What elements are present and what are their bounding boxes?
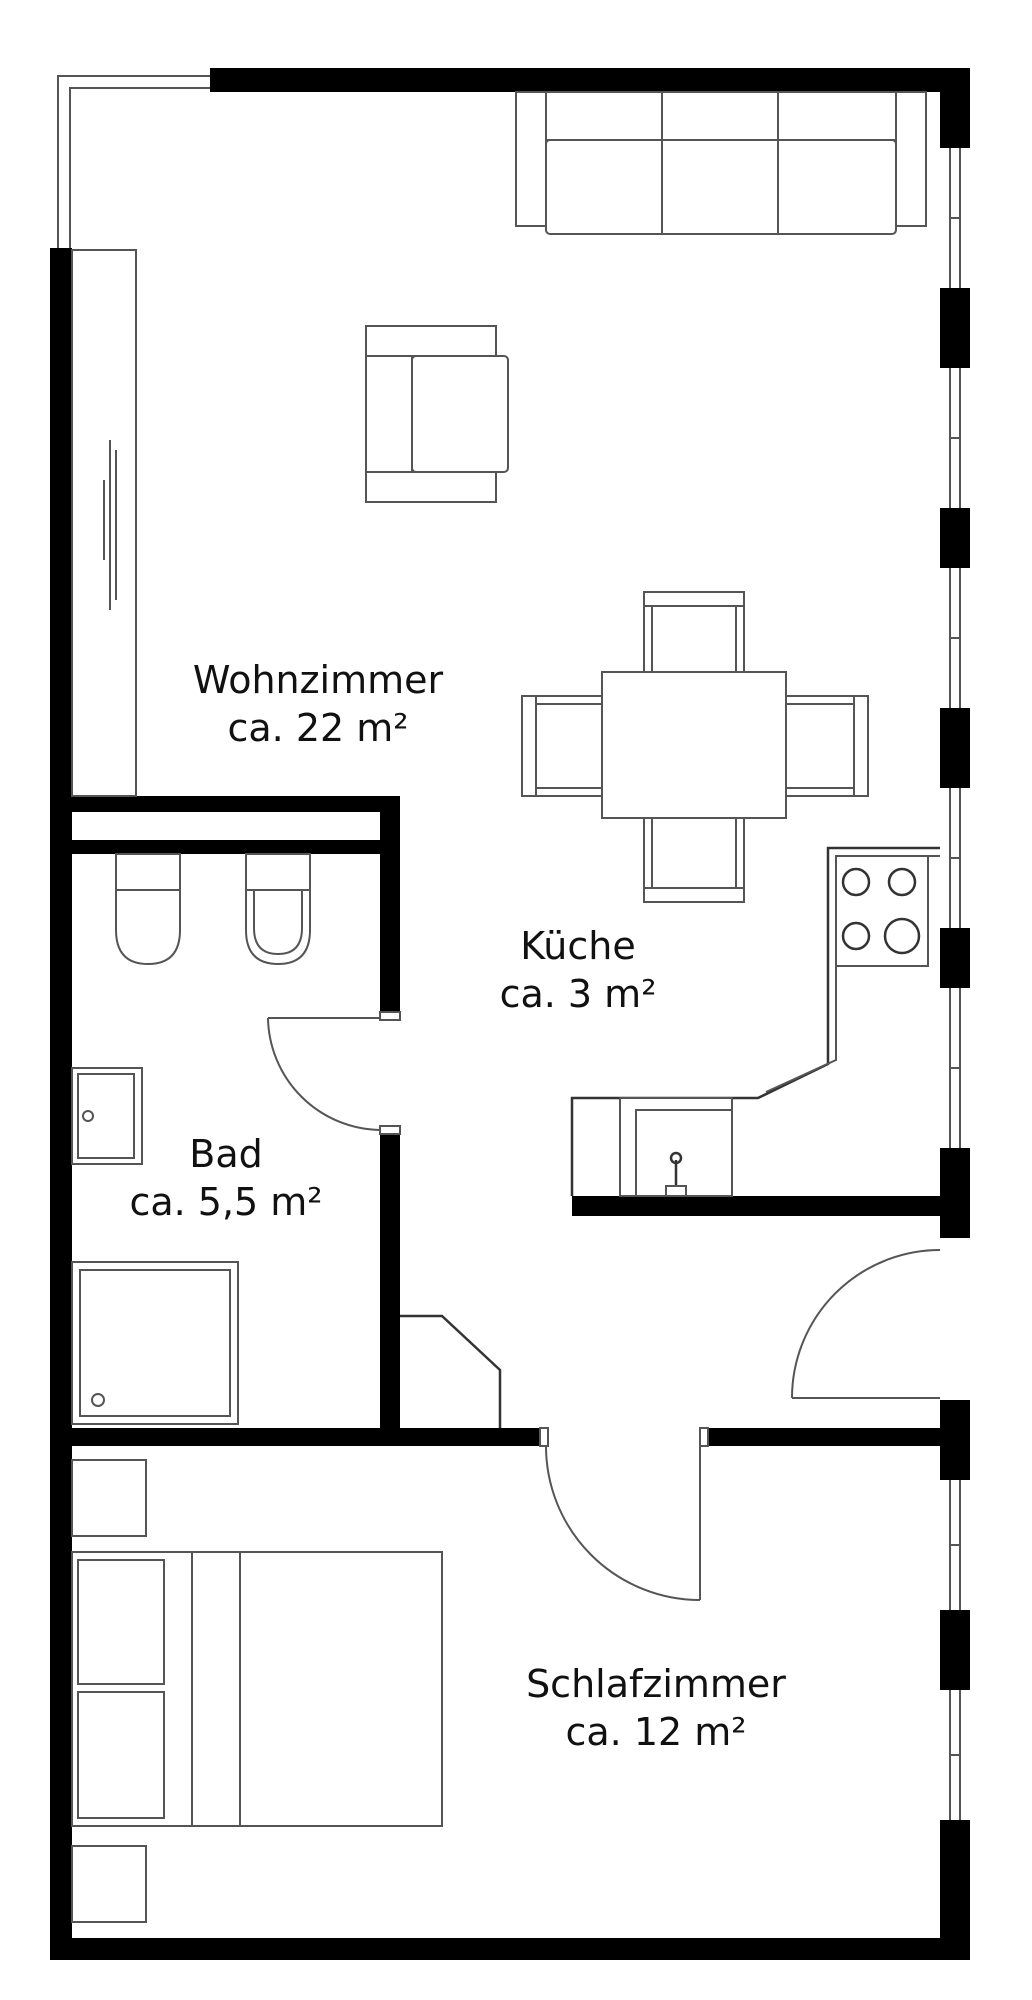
- bath-right-wall-lower: [380, 1130, 400, 1440]
- right-wall-segment: [940, 288, 970, 368]
- right-wall-segment: [940, 928, 970, 988]
- double-bed: [71, 1551, 443, 1827]
- bathroom-door: [267, 1011, 401, 1135]
- right-wall-segment: [940, 1820, 970, 1960]
- right-wall-segment: [940, 508, 970, 568]
- kitchen-counter: [570, 846, 940, 1197]
- bedroom-top-wall-left: [50, 1428, 540, 1446]
- hallway-cabinet: [400, 1314, 502, 1428]
- entrance-door: [791, 1249, 941, 1399]
- dining-set: [521, 591, 869, 903]
- left-wall: [50, 248, 72, 1960]
- right-wall-segment: [940, 68, 970, 148]
- right-wall-segment: [940, 1148, 970, 1238]
- room-area: ca. 12 m²: [565, 1710, 747, 1754]
- bedroom-top-wall-right: [705, 1428, 970, 1446]
- room-name: Bad: [189, 1132, 263, 1176]
- bidet: [245, 853, 311, 966]
- bottom-wall: [50, 1938, 970, 1960]
- room-label-schlafzimmer: Schlafzimmer ca. 12 m²: [506, 1660, 806, 1756]
- bath-top-wall: [50, 796, 400, 812]
- room-area: ca. 3 m²: [499, 972, 657, 1016]
- top-wall: [210, 68, 970, 92]
- room-label-kueche: Küche ca. 3 m²: [478, 922, 678, 1018]
- balcony-outline: [57, 75, 210, 248]
- kitchen-wall: [572, 1196, 970, 1216]
- room-area: ca. 5,5 m²: [129, 1180, 323, 1224]
- wardrobe: [71, 249, 137, 797]
- bath-top-wall-inner: [72, 840, 388, 854]
- bath-right-wall-upper: [380, 796, 400, 1016]
- sofa: [515, 91, 927, 235]
- washbasin: [71, 1067, 143, 1165]
- room-label-bad: Bad ca. 5,5 m²: [106, 1130, 346, 1226]
- windows: [949, 148, 961, 1820]
- nightstand-top: [71, 1459, 147, 1537]
- toilet: [115, 853, 181, 966]
- right-wall-segment: [940, 1610, 970, 1690]
- room-name: Wohnzimmer: [192, 658, 444, 702]
- nightstand-bottom: [71, 1845, 147, 1923]
- walls: [50, 68, 970, 1960]
- right-wall-segment: [940, 708, 970, 788]
- room-area: ca. 22 m²: [227, 706, 409, 750]
- room-label-wohnzimmer: Wohnzimmer ca. 22 m²: [178, 656, 458, 752]
- room-name: Schlafzimmer: [526, 1662, 786, 1706]
- shower-tray: [71, 1261, 239, 1425]
- room-name: Küche: [520, 924, 636, 968]
- bedroom-door: [539, 1427, 709, 1601]
- armchair: [365, 325, 509, 503]
